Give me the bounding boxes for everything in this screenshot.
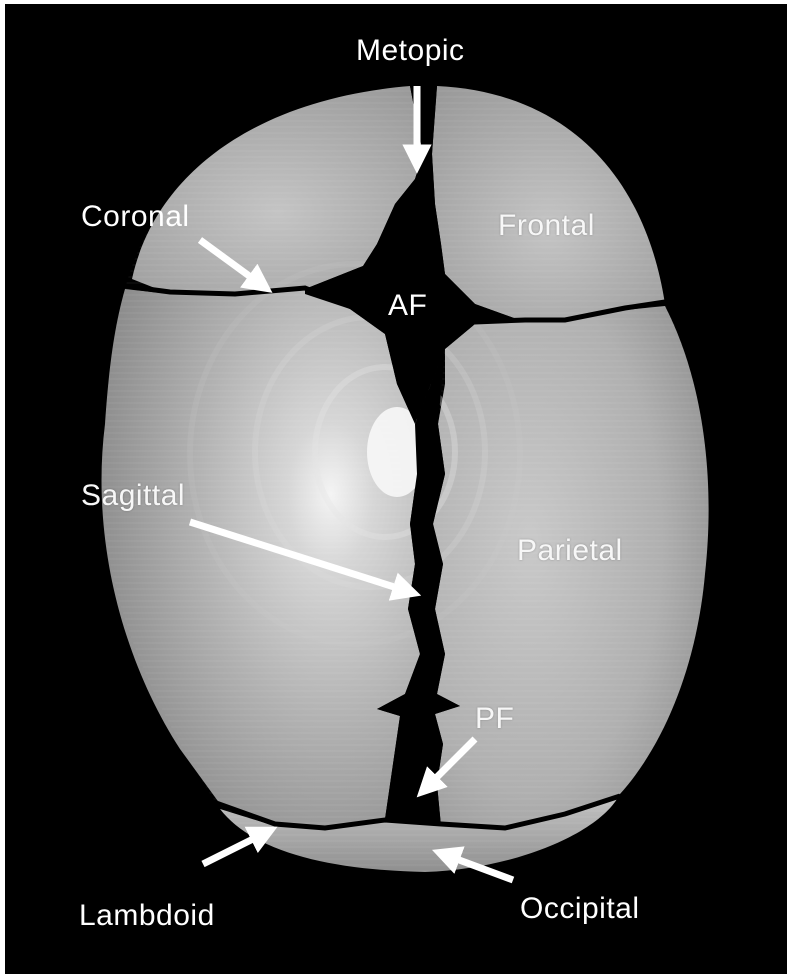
- label-sagittal: Sagittal: [81, 479, 185, 513]
- label-frontal: Frontal: [498, 209, 595, 243]
- label-coronal: Coronal: [81, 200, 190, 234]
- label-lambdoid: Lambdoid: [79, 899, 215, 933]
- skull-image-panel: Metopic Coronal Frontal AF Sagittal Pari…: [5, 4, 787, 974]
- label-metopic: Metopic: [356, 34, 465, 68]
- label-occipital: Occipital: [520, 892, 640, 926]
- label-af: AF: [388, 289, 427, 323]
- lambdoid-arrow: [203, 832, 267, 864]
- label-pf: PF: [475, 702, 514, 736]
- label-parietal: Parietal: [517, 534, 623, 568]
